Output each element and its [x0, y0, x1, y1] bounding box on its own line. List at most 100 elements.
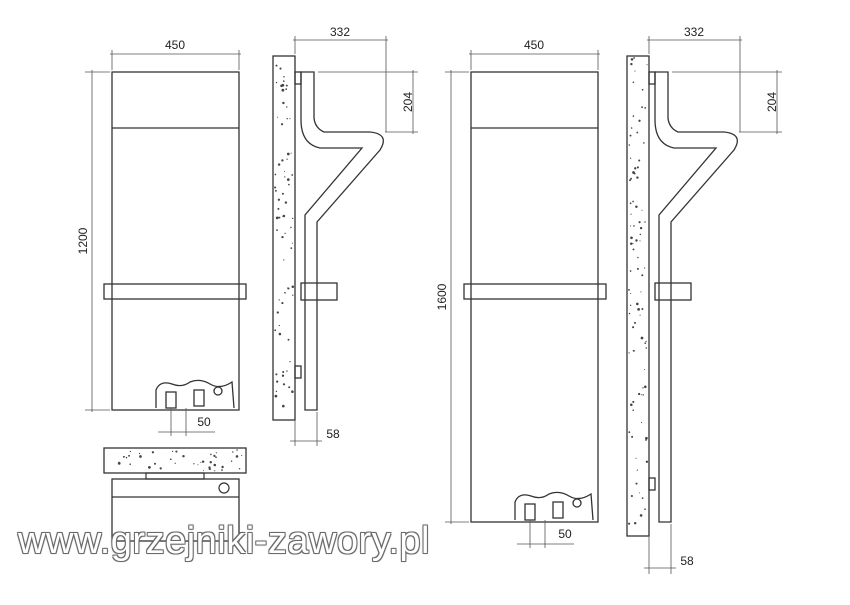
concrete-speck — [637, 308, 640, 311]
concrete-speck — [277, 163, 281, 166]
concrete-speck — [232, 451, 234, 453]
concrete-speck — [630, 62, 633, 66]
concrete-speck — [641, 106, 644, 109]
small-panel — [111, 71, 240, 411]
concrete-speck — [628, 288, 630, 291]
concrete-speck — [279, 67, 282, 70]
concrete-speck — [291, 390, 294, 393]
concrete-speck — [281, 88, 285, 92]
concrete-speck — [276, 380, 279, 383]
large-wall-section — [626, 55, 650, 537]
concrete-speck — [641, 308, 644, 310]
large-towel-bar — [463, 283, 607, 300]
concrete-speck — [636, 469, 638, 471]
concrete-speck — [628, 522, 631, 525]
large-width-dimension — [469, 50, 600, 70]
concrete-speck — [639, 240, 641, 242]
concrete-speck — [274, 173, 277, 176]
concrete-speck — [645, 439, 647, 441]
concrete-speck — [633, 57, 636, 59]
concrete-speck — [632, 171, 635, 174]
concrete-speck — [241, 455, 243, 457]
large-radiator-side — [648, 71, 738, 523]
concrete-speck — [288, 183, 290, 186]
concrete-speck — [221, 469, 223, 471]
large-valve-right-icon — [552, 501, 564, 519]
concrete-speck — [632, 81, 635, 84]
concrete-speck — [629, 270, 632, 272]
small-valve-left-icon — [165, 391, 177, 409]
concrete-speck — [638, 221, 641, 224]
concrete-speck — [200, 461, 202, 464]
concrete-speck — [633, 521, 637, 525]
concrete-speck — [278, 324, 280, 327]
concrete-speck — [129, 450, 132, 453]
concrete-speck — [633, 225, 635, 227]
concrete-speck — [642, 394, 644, 396]
concrete-speck — [275, 216, 279, 220]
concrete-speck — [630, 213, 632, 215]
concrete-speck — [291, 174, 294, 176]
concrete-speck — [215, 456, 217, 459]
concrete-speck — [153, 462, 157, 465]
concrete-speck — [644, 221, 646, 223]
concrete-speck — [629, 202, 632, 205]
concrete-speck — [631, 435, 634, 438]
concrete-speck — [221, 465, 224, 469]
concrete-speck — [282, 215, 284, 217]
concrete-speck — [128, 454, 131, 457]
concrete-speck — [636, 166, 639, 169]
large-height-dimension — [445, 70, 469, 524]
concrete-speck — [641, 209, 643, 211]
concrete-speck — [290, 226, 292, 229]
concrete-speck — [159, 467, 162, 470]
concrete-speck — [284, 232, 286, 235]
concrete-speck — [628, 312, 631, 315]
concrete-speck — [290, 152, 292, 154]
large-top-offset-dimension — [672, 70, 782, 134]
concrete-speck — [276, 311, 279, 314]
concrete-speck — [635, 239, 638, 242]
concrete-speck — [643, 142, 645, 144]
concrete-speck — [289, 360, 291, 363]
concrete-speck — [275, 81, 278, 84]
large-radiator-front — [463, 71, 607, 523]
concrete-speck — [632, 400, 635, 403]
concrete-speck — [645, 347, 648, 349]
large-width-label: 450 — [524, 38, 544, 52]
concrete-speck — [278, 332, 282, 336]
concrete-speck — [629, 242, 633, 246]
concrete-speck — [210, 453, 212, 456]
concrete-speck — [630, 403, 633, 407]
concrete-speck — [117, 462, 121, 465]
concrete-speck — [138, 452, 141, 455]
small-valve-dimension — [158, 408, 215, 436]
concrete-speck — [634, 70, 636, 72]
concrete-speck — [632, 248, 635, 251]
concrete-speck — [636, 131, 639, 134]
concrete-speck — [628, 352, 630, 354]
concrete-speck — [209, 461, 212, 464]
concrete-speck — [636, 176, 639, 179]
concrete-speck — [291, 217, 294, 220]
concrete-speck — [634, 167, 637, 170]
large-valve-left-icon — [524, 503, 536, 521]
small-valve-right-icon — [193, 389, 205, 407]
concrete-speck — [629, 304, 632, 307]
concrete-speck — [287, 338, 290, 341]
large-top-offset-label: 204 — [765, 92, 779, 112]
concrete-speck — [640, 291, 642, 293]
concrete-speck — [286, 118, 288, 120]
concrete-speck — [281, 83, 285, 87]
concrete-speck — [175, 450, 178, 453]
large-valve-shroud — [514, 491, 594, 521]
concrete-speck — [629, 134, 632, 137]
concrete-speck — [230, 460, 233, 462]
concrete-speck — [213, 463, 217, 467]
concrete-speck — [214, 470, 216, 472]
concrete-speck — [630, 236, 633, 240]
concrete-speck — [637, 256, 639, 259]
large-depth-dimension — [647, 36, 742, 132]
concrete-speck — [290, 247, 293, 249]
concrete-speck — [238, 468, 241, 470]
